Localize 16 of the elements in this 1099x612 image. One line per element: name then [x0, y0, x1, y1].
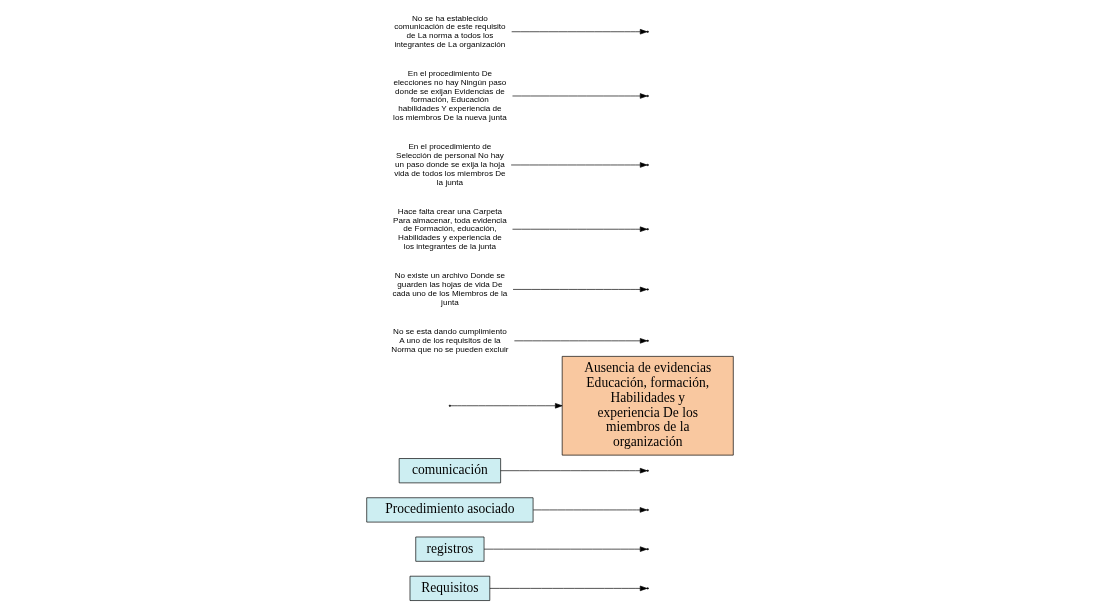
arrow — [449, 403, 562, 409]
node-box: Ausencia de evidencias Educación, formación, Habilidades y experiencia De los miembros de la organización — [561, 356, 734, 456]
arrow — [511, 226, 647, 232]
node-box: registros — [414, 536, 484, 562]
arrow — [510, 162, 647, 168]
arrow — [513, 338, 647, 344]
arrow — [483, 546, 647, 552]
arrow — [489, 585, 647, 592]
node-box: Requisitos — [409, 575, 490, 601]
arrow — [511, 93, 647, 99]
arrow — [532, 507, 647, 513]
node-box: comunicación — [398, 458, 501, 484]
arrow — [510, 29, 647, 35]
arrow — [499, 468, 647, 474]
node-box: Procedimiento asociado — [365, 497, 533, 523]
arrow — [512, 286, 647, 293]
